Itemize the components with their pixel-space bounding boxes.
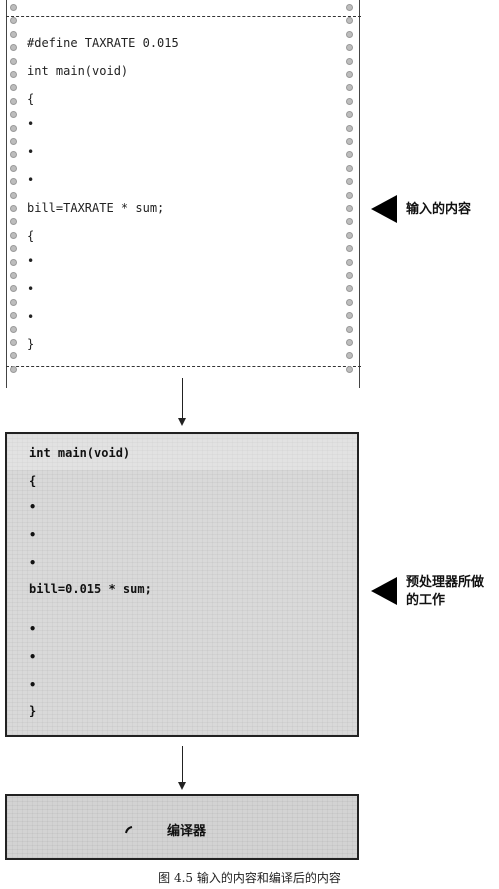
mid-code-ellipsis-6: • bbox=[29, 678, 37, 692]
down-arrow-stem-1 bbox=[182, 378, 183, 419]
down-arrow-head-1 bbox=[178, 418, 186, 426]
code-line-define: #define TAXRATE 0.015 bbox=[27, 36, 179, 50]
pointer-arrow-input bbox=[371, 195, 397, 223]
sprocket-hole bbox=[10, 205, 17, 212]
sprocket-hole bbox=[346, 312, 353, 320]
sprocket-hole bbox=[346, 231, 353, 239]
sprocket-hole bbox=[346, 365, 353, 373]
code-line-ellipsis-4: • bbox=[27, 254, 35, 268]
sprocket-hole bbox=[10, 298, 17, 306]
preprocessor-output-box: int main(void) { • • • bill=0.015 * sum;… bbox=[5, 432, 359, 737]
mid-code-ellipsis-4: • bbox=[29, 622, 37, 636]
sprocket-hole bbox=[10, 111, 17, 119]
compiler-box: 编译器 bbox=[5, 794, 359, 860]
sprocket-hole bbox=[346, 352, 353, 360]
sprocket-hole bbox=[346, 4, 353, 11]
mid-code-brace-close: } bbox=[29, 704, 37, 718]
sprocket-hole bbox=[10, 258, 17, 266]
sprocket-hole bbox=[10, 365, 17, 373]
code-line-ellipsis-6: • bbox=[27, 310, 35, 324]
box-header-strip bbox=[7, 434, 357, 470]
sprocket-hole bbox=[346, 191, 353, 199]
code-line-brace-close: } bbox=[27, 337, 35, 351]
sprocket-hole bbox=[346, 178, 353, 186]
sprocket-hole bbox=[346, 17, 353, 25]
sprocket-hole bbox=[346, 272, 353, 279]
sprocket-hole bbox=[10, 245, 17, 253]
paper-right-edge bbox=[359, 0, 360, 388]
paper-left-edge bbox=[6, 0, 7, 388]
sprocket-hole bbox=[10, 272, 17, 279]
mid-code-ellipsis-1: • bbox=[29, 500, 37, 514]
sprocket-hole bbox=[346, 97, 353, 105]
sprocket-hole bbox=[10, 325, 17, 333]
down-arrow-stem-2 bbox=[182, 746, 183, 783]
compiler-gear-icon bbox=[125, 826, 133, 834]
sprocket-hole bbox=[10, 339, 17, 346]
sprocket-hole bbox=[346, 285, 353, 293]
sprocket-hole bbox=[10, 124, 17, 132]
sprocket-hole bbox=[10, 84, 17, 92]
code-line-main: int main(void) bbox=[27, 64, 129, 78]
sprocket-hole bbox=[346, 124, 353, 132]
sprocket-hole bbox=[346, 84, 353, 92]
code-line-ellipsis-5: • bbox=[27, 282, 35, 296]
mid-code-brace-open: { bbox=[29, 474, 37, 488]
input-paper: #define TAXRATE 0.015 int main(void) { •… bbox=[6, 0, 361, 388]
perforation-top bbox=[6, 16, 361, 17]
figure-caption: 图 4.5 输入的内容和编译后的内容 bbox=[158, 871, 341, 885]
sprocket-hole bbox=[346, 111, 353, 119]
code-line-ellipsis-3: • bbox=[27, 173, 35, 187]
sprocket-hole bbox=[346, 258, 353, 266]
perforation-bottom bbox=[6, 366, 361, 367]
mid-code-ellipsis-3: • bbox=[29, 556, 37, 570]
compiler-label: 编译器 bbox=[167, 824, 207, 839]
mid-code-bill: bill=0.015 * sum; bbox=[29, 582, 152, 596]
sprocket-hole bbox=[346, 339, 353, 346]
sprocket-hole bbox=[346, 298, 353, 306]
sprocket-hole bbox=[346, 245, 353, 253]
sprocket-hole bbox=[10, 97, 17, 105]
sprocket-hole bbox=[10, 312, 17, 320]
code-line-ellipsis-1: • bbox=[27, 117, 35, 131]
sprocket-hole bbox=[10, 285, 17, 293]
code-line-brace-open: { bbox=[27, 92, 35, 106]
sprocket-hole bbox=[346, 30, 353, 38]
sprocket-hole bbox=[346, 151, 353, 159]
sprocket-hole bbox=[346, 325, 353, 333]
label-preprocessor-line2: 的工作 bbox=[406, 593, 446, 608]
sprocket-hole bbox=[10, 218, 17, 226]
down-arrow-head-2 bbox=[178, 782, 186, 790]
sprocket-hole bbox=[10, 71, 17, 78]
sprocket-hole bbox=[10, 164, 17, 172]
sprocket-hole bbox=[10, 178, 17, 186]
sprocket-hole bbox=[10, 57, 17, 65]
label-preprocessor-line1: 预处理器所做 bbox=[406, 575, 485, 590]
sprocket-hole bbox=[346, 71, 353, 78]
sprocket-hole bbox=[10, 151, 17, 159]
code-line-bill: bill=TAXRATE * sum; bbox=[27, 201, 165, 215]
sprocket-hole bbox=[10, 44, 17, 52]
code-line-ellipsis-2: • bbox=[27, 145, 35, 159]
sprocket-hole bbox=[346, 57, 353, 65]
sprocket-hole bbox=[10, 17, 17, 25]
sprocket-hole bbox=[346, 218, 353, 226]
sprocket-hole bbox=[10, 191, 17, 199]
sprocket-hole bbox=[10, 30, 17, 38]
sprocket-hole bbox=[10, 352, 17, 360]
mid-code-ellipsis-2: • bbox=[29, 528, 37, 542]
sprocket-hole bbox=[346, 205, 353, 212]
sprocket-hole bbox=[346, 138, 353, 145]
sprocket-hole bbox=[10, 4, 17, 11]
sprocket-hole bbox=[346, 164, 353, 172]
sprocket-hole bbox=[10, 231, 17, 239]
mid-code-ellipsis-5: • bbox=[29, 650, 37, 664]
label-input-content: 输入的内容 bbox=[406, 202, 472, 217]
mid-code-main: int main(void) bbox=[29, 446, 131, 460]
sprocket-hole bbox=[346, 44, 353, 52]
pointer-arrow-preprocessor bbox=[371, 577, 397, 605]
sprocket-hole bbox=[10, 138, 17, 145]
code-line-brace-open-2: { bbox=[27, 229, 35, 243]
